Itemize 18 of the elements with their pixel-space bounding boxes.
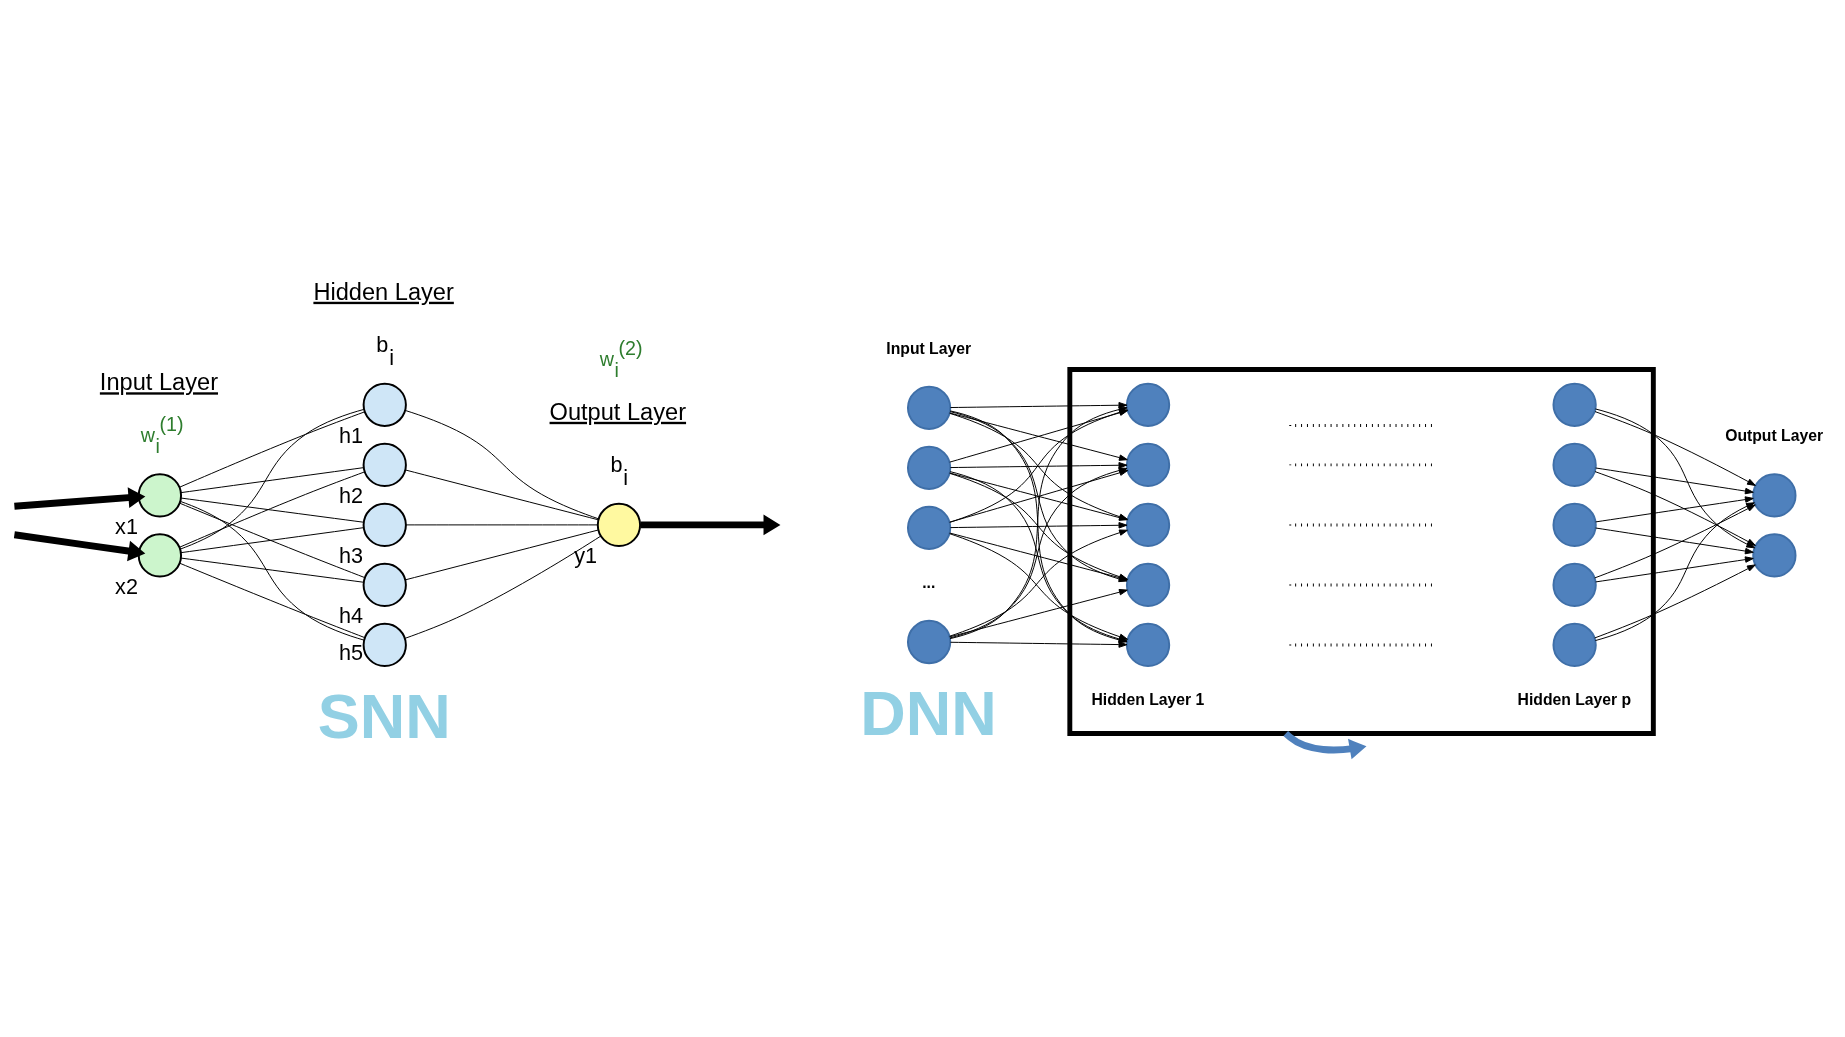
label: Output Layer — [1725, 426, 1824, 444]
node-label: h3 — [338, 542, 364, 568]
node-label: h5 — [338, 639, 364, 665]
label: Input Layer — [886, 338, 972, 356]
label: SNN — [317, 680, 451, 751]
node-label: x1 — [115, 513, 138, 539]
label: Input Layer — [99, 368, 219, 395]
label: DNN — [860, 677, 997, 748]
node-label: h4 — [338, 602, 364, 628]
label: Hidden Layer — [313, 278, 454, 305]
label: Output Layer — [549, 398, 687, 425]
node-label: x2 — [115, 573, 138, 599]
label: Hidden Layer 1 — [1091, 690, 1205, 708]
node-label: h2 — [338, 482, 364, 508]
node-label: y1 — [574, 542, 598, 568]
node-label: h1 — [338, 422, 364, 448]
label: ... — [922, 573, 936, 591]
label: Hidden Layer p — [1517, 690, 1632, 708]
